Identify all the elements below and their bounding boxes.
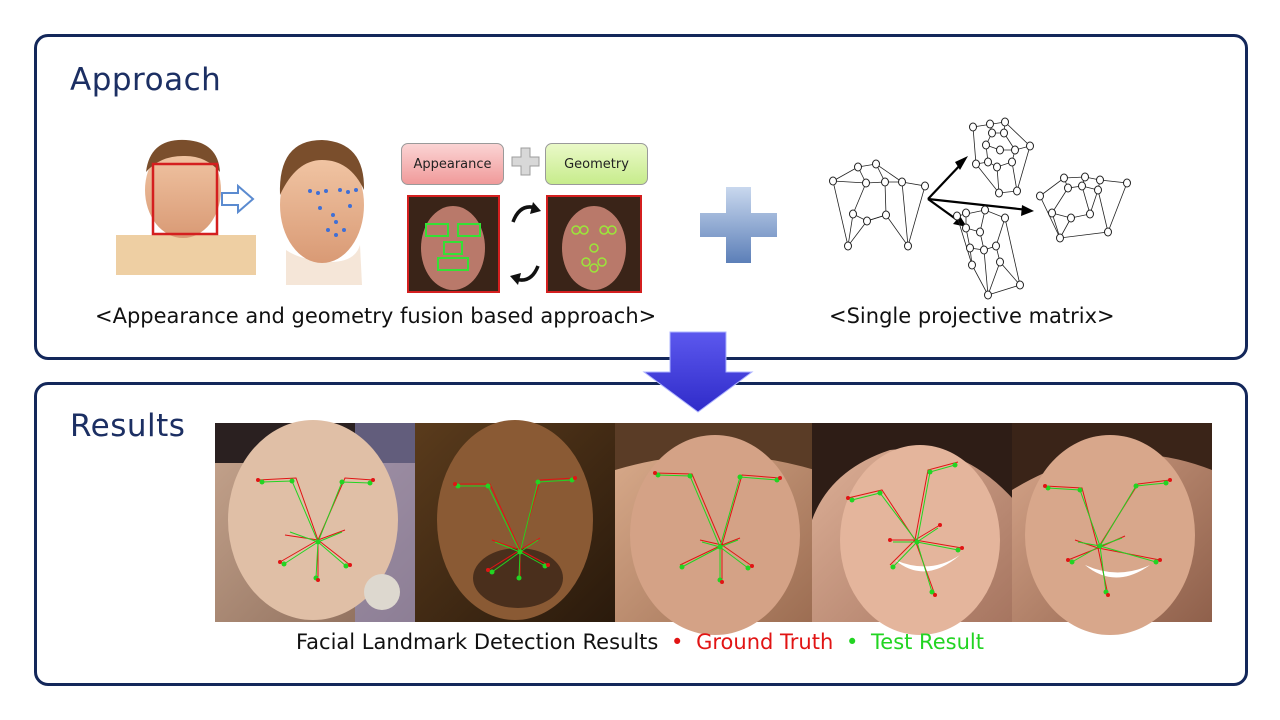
source-shape-nodes	[829, 159, 929, 251]
landmark-face-photo	[279, 140, 365, 285]
landmark-overlay-1	[256, 477, 375, 582]
fusion-approach-caption: <Appearance and geometry fusion based ap…	[95, 304, 657, 328]
landmark-overlay-2	[453, 476, 577, 581]
face-detection-box	[151, 162, 219, 236]
exchange-arrows-icon	[511, 205, 540, 282]
landmark-overlay-4	[846, 461, 964, 597]
results-caption: Facial Landmark Detection Results	[296, 630, 659, 654]
projective-matrix-caption: <Single projective matrix>	[829, 304, 1115, 328]
geometry-tag: Geometry	[545, 143, 648, 185]
results-legend: Facial Landmark Detection Results • Grou…	[0, 630, 1280, 654]
input-face-photo	[116, 139, 256, 275]
test-result-bullet: •	[845, 630, 859, 654]
plus-small-icon	[511, 147, 540, 176]
plus-large-icon	[700, 187, 777, 263]
landmark-overlay-5	[1043, 478, 1172, 597]
projected-shape-bottom	[956, 209, 1021, 296]
result-face-5	[1012, 423, 1212, 635]
result-face-4	[812, 423, 1014, 635]
result-face-2	[415, 420, 615, 622]
appearance-face-crop	[407, 195, 500, 293]
result-face-1	[215, 420, 415, 622]
results-photo-strip	[215, 420, 1212, 635]
landmark-overlay-3	[653, 471, 782, 584]
source-shape-graph	[832, 163, 926, 247]
projection-arrows	[927, 161, 1029, 223]
ground-truth-label: Ground Truth	[696, 630, 834, 654]
down-arrow-icon	[642, 331, 754, 413]
hollow-arrow-icon	[221, 183, 255, 215]
results-title: Results	[70, 408, 186, 444]
approach-title: Approach	[70, 62, 222, 98]
geometry-face-crop	[546, 195, 642, 293]
test-result-label: Test Result	[871, 630, 984, 654]
appearance-tag: Appearance	[401, 143, 504, 185]
ground-truth-bullet: •	[671, 630, 684, 654]
